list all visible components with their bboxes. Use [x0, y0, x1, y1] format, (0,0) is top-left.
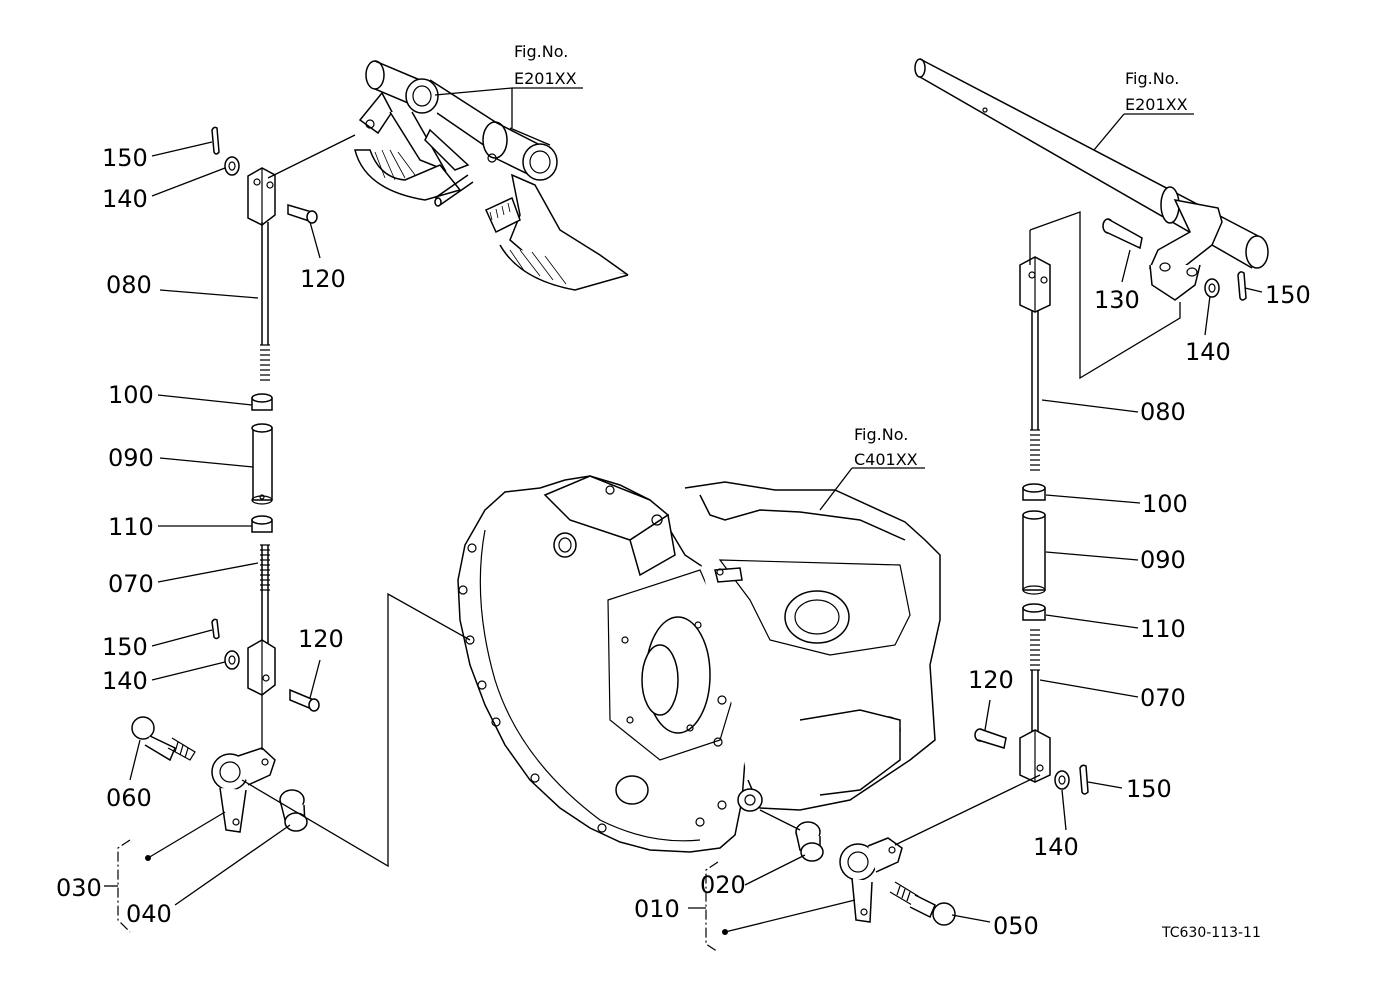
- fig-no-label: Fig.No.: [854, 425, 908, 444]
- fig-ref-code: C401XX: [854, 450, 918, 469]
- pedal-assembly-drawing: [354, 60, 629, 291]
- part-label: 120: [298, 625, 344, 653]
- part-label: 080: [1140, 398, 1186, 426]
- part-label: 040: [126, 900, 172, 928]
- fig-no-label: Fig.No.: [514, 42, 568, 61]
- part-label: 090: [108, 444, 154, 472]
- part-label: 100: [108, 381, 154, 409]
- part-label: 020: [700, 871, 746, 899]
- part-label: 050: [993, 912, 1039, 940]
- part-label: 070: [1140, 684, 1186, 712]
- part-label: 120: [300, 265, 346, 293]
- part-label: 130: [1094, 286, 1140, 314]
- shaft-assembly-drawing: [914, 58, 1269, 301]
- part-label: 030: [56, 874, 102, 902]
- right-part-labels: 130 150 140 080 100 090 110 070 120 150 …: [634, 281, 1311, 940]
- part-label: 070: [108, 570, 154, 598]
- left-linkage-drawing: [131, 126, 320, 833]
- part-label: 150: [1265, 281, 1311, 309]
- leader-lines: [104, 87, 1263, 953]
- part-label: 150: [102, 144, 148, 172]
- right-linkage-drawing: [795, 218, 1247, 926]
- part-label: 140: [1185, 338, 1231, 366]
- fig-ref-code: E201XX: [514, 69, 577, 88]
- part-label: 150: [1126, 775, 1172, 803]
- part-label: 150: [102, 633, 148, 661]
- part-label: 110: [1140, 615, 1186, 643]
- part-label: 140: [102, 185, 148, 213]
- part-label: 060: [106, 784, 152, 812]
- part-label: 080: [106, 271, 152, 299]
- drawing-code: TC630-113-11: [1161, 925, 1261, 941]
- part-label: 140: [102, 667, 148, 695]
- part-label: 100: [1142, 490, 1188, 518]
- part-label: 090: [1140, 546, 1186, 574]
- fig-ref-code: E201XX: [1125, 95, 1188, 114]
- part-label: 010: [634, 895, 680, 923]
- part-label: 140: [1033, 833, 1079, 861]
- part-label: 110: [108, 513, 154, 541]
- figure-references: Fig.No. E201XX Fig.No. E201XX Fig.No. C4…: [514, 42, 1188, 469]
- fig-no-label: Fig.No.: [1125, 69, 1179, 88]
- left-part-labels: 150 140 120 080 100 090 110 070 150 140 …: [56, 144, 346, 928]
- part-label: 120: [968, 666, 1014, 694]
- transmission-case-drawing: [457, 475, 941, 853]
